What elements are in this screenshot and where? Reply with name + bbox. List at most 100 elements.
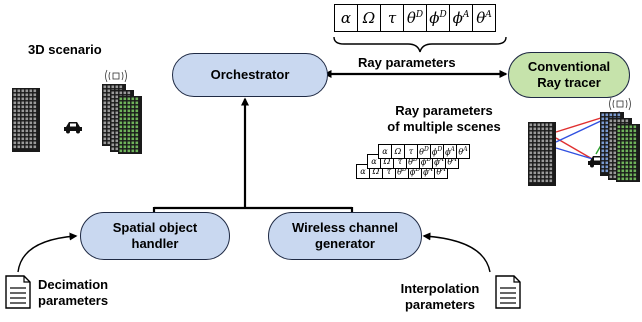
- building-window: [13, 137, 17, 141]
- building-window: [123, 101, 127, 105]
- building-window: [135, 145, 139, 149]
- building-window: [33, 109, 37, 113]
- building-window: [601, 165, 605, 169]
- building-window: [601, 153, 605, 157]
- ray-parameter-symbol: ϕ: [429, 9, 440, 27]
- building-window: [541, 171, 545, 175]
- building-window: [529, 151, 533, 155]
- building-body: [616, 124, 640, 182]
- building-right-gray: [528, 122, 556, 186]
- building-window: [617, 177, 621, 181]
- building-window: [115, 95, 119, 99]
- ray-parameter-superscript: D: [426, 156, 432, 164]
- building-window: [135, 97, 139, 101]
- building-window: [537, 179, 541, 183]
- building-window: [135, 117, 139, 121]
- building-window: [537, 167, 541, 171]
- spatial-object-handler-node[interactable]: Spatial object handler: [80, 212, 230, 260]
- building-window: [621, 137, 625, 141]
- building-window: [629, 157, 633, 161]
- spatial-object-handler-label: Spatial object handler: [113, 220, 198, 252]
- building-window: [633, 145, 637, 149]
- wireless-channel-generator-node[interactable]: Wireless channel generator: [268, 212, 422, 260]
- building-window: [617, 157, 621, 161]
- ray-tracer-line1: Conventional: [527, 59, 611, 74]
- ray-parameter-symbol: τ: [386, 167, 392, 176]
- building-window: [123, 149, 127, 153]
- building-window: [529, 179, 533, 183]
- wireless-line2: generator: [315, 236, 375, 251]
- building-window: [617, 125, 621, 129]
- building-window: [127, 121, 131, 125]
- building-window: [625, 141, 629, 145]
- ray-parameter-symbol: ϕ: [420, 157, 427, 167]
- building-window: [127, 109, 131, 113]
- building-window: [33, 141, 37, 145]
- ray-parameters-multi-line2: of multiple scenes: [387, 119, 501, 134]
- building-window: [605, 113, 609, 117]
- building-window: [633, 137, 637, 141]
- building-window: [549, 163, 553, 167]
- building-window: [537, 163, 541, 167]
- building-window: [119, 97, 123, 101]
- building-window: [629, 145, 633, 149]
- ray-parameter-symbol: α: [360, 167, 366, 176]
- building-window: [13, 121, 17, 125]
- decimation-parameters-label: Decimation parameters: [38, 277, 108, 309]
- building-window: [601, 113, 605, 117]
- building-window: [613, 167, 617, 171]
- ray-parameter-superscript: A: [452, 156, 457, 164]
- antenna-box: [616, 100, 624, 108]
- building-window: [127, 145, 131, 149]
- building-window: [107, 117, 111, 121]
- building-window: [111, 135, 115, 139]
- building-left-gray: [12, 88, 40, 152]
- ray-parameter-symbol: θ: [419, 147, 424, 157]
- building-window: [119, 137, 123, 141]
- interpolation-line1: Interpolation: [400, 281, 480, 296]
- building-window: [119, 133, 123, 137]
- building-window: [135, 121, 139, 125]
- ray-path-blue: [555, 147, 597, 161]
- building-window: [29, 93, 33, 97]
- building-window: [549, 167, 553, 171]
- building-window: [621, 165, 625, 169]
- building-window: [537, 175, 541, 179]
- building-window: [111, 107, 115, 111]
- building-window: [103, 85, 107, 89]
- building-window: [629, 169, 633, 173]
- building-window: [115, 85, 119, 89]
- building-window: [545, 159, 549, 163]
- building-window: [115, 111, 119, 115]
- ray-tracer-node[interactable]: Conventional Ray tracer: [508, 52, 630, 98]
- ray-parameter-cell: τ: [404, 144, 418, 159]
- building-window: [127, 129, 131, 133]
- building-window: [549, 175, 553, 179]
- building-window: [533, 179, 537, 183]
- building-window: [633, 141, 637, 145]
- building-window: [549, 123, 553, 127]
- ray-parameter-symbol: ϕ: [445, 147, 451, 157]
- building-window: [541, 139, 545, 143]
- building-window: [601, 121, 605, 125]
- building-window: [103, 125, 107, 129]
- building-window: [609, 127, 613, 131]
- building-window: [111, 103, 115, 107]
- ray-parameter-symbol: τ: [408, 147, 414, 156]
- building-window: [131, 145, 135, 149]
- building-window: [617, 161, 621, 165]
- spatial-line2: handler: [131, 236, 179, 251]
- building-window: [115, 91, 119, 95]
- orchestrator-node[interactable]: Orchestrator: [172, 53, 328, 97]
- car-window: [70, 123, 76, 127]
- ray-parameters-multi-line1: Ray parameters: [395, 103, 493, 118]
- building-window: [21, 121, 25, 125]
- building-window: [25, 141, 29, 145]
- building-window: [17, 109, 21, 113]
- building-window: [605, 165, 609, 169]
- building-window: [135, 109, 139, 113]
- building-window: [545, 127, 549, 131]
- building-window: [533, 147, 537, 151]
- ray-parameter-symbol: Ω: [383, 157, 391, 166]
- building-window: [613, 135, 617, 139]
